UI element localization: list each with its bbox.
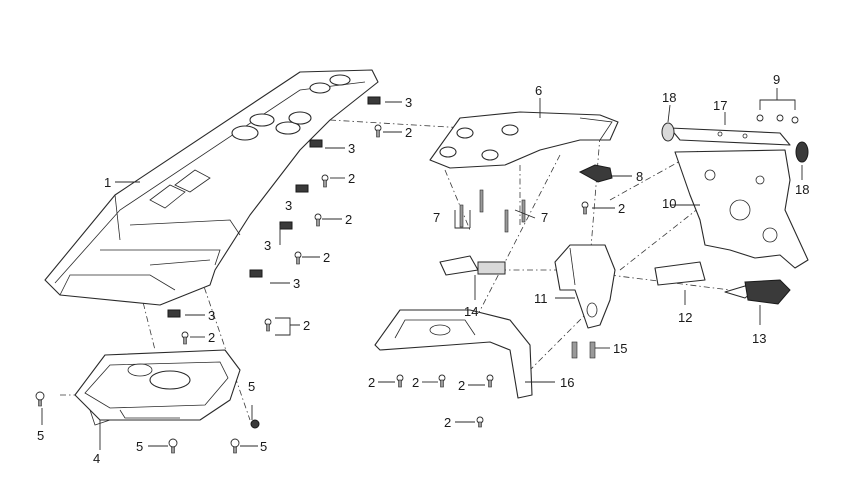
callout-7-a: 7 [433, 210, 440, 225]
callout-2-e: 2 [303, 318, 310, 333]
clip-3d [279, 221, 293, 230]
callout-2-i: 2 [412, 375, 419, 390]
screw-2c [314, 213, 322, 227]
callout-6: 6 [535, 83, 542, 98]
fastener-set [35, 96, 799, 454]
callout-2-j: 2 [458, 378, 465, 393]
bolt-15-set [571, 341, 596, 359]
callout-3-a: 3 [405, 95, 412, 110]
callout-15: 15 [613, 341, 627, 356]
callout-9: 9 [773, 72, 780, 87]
mount-bracket-part-11 [554, 244, 616, 329]
turn-signal-part-13 [724, 279, 791, 305]
callout-leader-lines [41, 88, 803, 450]
callout-5-c: 5 [136, 439, 143, 454]
callout-12: 12 [678, 310, 692, 325]
screw-2e [264, 318, 272, 332]
turn-signal-part-14 [439, 255, 506, 276]
callout-4: 4 [93, 451, 100, 466]
callout-2-b: 2 [348, 171, 355, 186]
callout-17: 17 [713, 98, 727, 113]
callout-2-c: 2 [345, 212, 352, 227]
bolt-7-set [459, 189, 526, 233]
bolt-9-set [756, 114, 799, 124]
screw-2i [438, 374, 446, 388]
callout-2-h: 2 [368, 375, 375, 390]
callout-5-a: 5 [37, 428, 44, 443]
callout-3-b: 3 [348, 141, 355, 156]
bolt-5d [230, 438, 240, 454]
callout-14: 14 [464, 304, 478, 319]
callout-labels: 1 3 2 3 2 3 2 3 2 3 2 3 2 6 7 7 8 2 9 17… [37, 72, 809, 466]
callout-18-a: 18 [662, 90, 676, 105]
clip-3b [309, 139, 323, 148]
bolt-5c [168, 438, 178, 454]
clip-3e [249, 269, 263, 278]
callout-3-f: 3 [208, 308, 215, 323]
callout-2-a: 2 [405, 125, 412, 140]
callout-11: 11 [534, 291, 548, 306]
upper-bracket-part-6 [429, 111, 619, 169]
screw-2h [396, 374, 404, 388]
reflector-part-12 [654, 261, 706, 286]
callout-2-k: 2 [444, 415, 451, 430]
rear-tray-part-1 [44, 69, 379, 306]
callout-2-g: 2 [618, 201, 625, 216]
lower-mudguard-part-16 [374, 309, 533, 399]
callout-5-d: 5 [260, 439, 267, 454]
screw-2a [374, 124, 382, 138]
screw-2f [181, 331, 189, 345]
callout-13: 13 [752, 331, 766, 346]
bolt-5a [35, 391, 45, 407]
callout-10: 10 [662, 196, 676, 211]
screw-2d [294, 251, 302, 265]
callout-8: 8 [636, 169, 643, 184]
grommet-part-18-right [795, 141, 809, 163]
screw-2k [476, 416, 484, 428]
rubber-block-part-8 [578, 164, 613, 183]
bolt-5b [250, 419, 260, 429]
callout-1: 1 [104, 175, 111, 190]
callout-3-e: 3 [293, 276, 300, 291]
clip-3c [295, 184, 309, 193]
lower-tray-part-4 [74, 349, 241, 426]
callout-3-c: 3 [285, 198, 292, 213]
callout-7-b: 7 [541, 210, 548, 225]
grommet-part-18-left [661, 122, 675, 142]
screw-2j [486, 374, 494, 388]
callout-2-d: 2 [323, 250, 330, 265]
clip-3a [367, 96, 381, 105]
callout-3-d: 3 [264, 238, 271, 253]
bracket-bar-part-17 [669, 127, 791, 146]
screw-2g [581, 201, 589, 215]
clip-3f [167, 309, 181, 318]
license-plate-bracket-part-10 [674, 149, 809, 269]
callout-16: 16 [560, 375, 574, 390]
callout-5-b: 5 [248, 379, 255, 394]
screw-2b [321, 174, 329, 188]
callout-18-b: 18 [795, 182, 809, 197]
callout-2-f: 2 [208, 330, 215, 345]
